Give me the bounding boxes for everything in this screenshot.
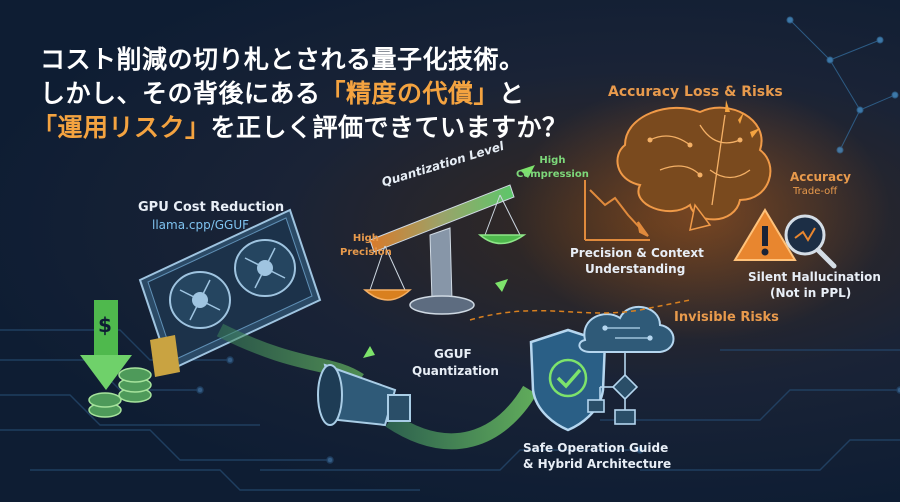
gguf-quantization-label: Quantization xyxy=(412,364,499,378)
gpu-cost-subtitle: llama.cpp/GGUF xyxy=(152,218,250,232)
funnel-icon xyxy=(317,363,411,427)
precision-context-label-1: Precision & Context xyxy=(570,246,704,260)
headline-highlight-accuracy-cost: 「精度の代償」 xyxy=(320,79,500,108)
cloud-icon xyxy=(578,305,675,353)
hybrid-architecture-label: & Hybrid Architecture xyxy=(523,457,672,471)
high-compression-line-1: High xyxy=(539,155,566,166)
headline-line-1: コスト削減の切り札とされる量子化技術。 xyxy=(40,45,525,74)
headline-line-3-text: を正しく評価できていますか？ xyxy=(210,113,568,142)
brain-icon xyxy=(616,106,772,232)
shield-check-icon xyxy=(529,328,607,432)
headline-line-2-end: と xyxy=(499,79,525,108)
not-in-ppl-label: (Not in PPL) xyxy=(770,286,852,300)
high-precision-line-2: Precision xyxy=(340,247,392,258)
declining-chart-icon xyxy=(584,180,650,241)
gpu-icon xyxy=(138,208,322,377)
high-compression-line-2: Compression xyxy=(516,169,589,180)
headline-line-2-text: しかし、その背後にある xyxy=(40,79,321,108)
silent-hallucination-label: Silent Hallucination xyxy=(748,270,881,284)
down-arrow-icon xyxy=(80,300,132,390)
flowchart-icon xyxy=(587,352,639,425)
gguf-label: GGUF xyxy=(434,347,472,361)
safe-operation-label: Safe Operation Guide xyxy=(523,441,669,455)
warning-icon xyxy=(733,208,797,261)
magnifier-icon xyxy=(784,214,837,269)
tradeoff-label: Trade-off xyxy=(793,186,838,197)
balance-scale-icon xyxy=(362,184,527,315)
dollar-sign-icon: $ xyxy=(98,313,112,337)
headline-highlight-operational-risk: 「運用リスク」 xyxy=(32,113,211,142)
spark-decoration xyxy=(725,100,760,138)
headline-line-2: しかし、その背後にある「精度の代償」と xyxy=(40,74,525,110)
accuracy-label: Accuracy xyxy=(790,170,852,184)
circuit-traces xyxy=(0,329,900,491)
scale-arrows xyxy=(363,165,535,358)
precision-context-label-2: Understanding xyxy=(585,262,686,276)
dollar-coins-icon xyxy=(88,367,152,418)
accuracy-loss-risks-title: Accuracy Loss & Risks xyxy=(608,84,783,100)
invisible-risks-label: Invisible Risks xyxy=(674,310,779,325)
high-precision-line-1: High xyxy=(352,233,379,244)
gpu-cost-title: GPU Cost Reduction xyxy=(138,200,285,215)
headline-line-3: 「運用リスク」を正しく評価できていますか？ xyxy=(32,108,568,144)
